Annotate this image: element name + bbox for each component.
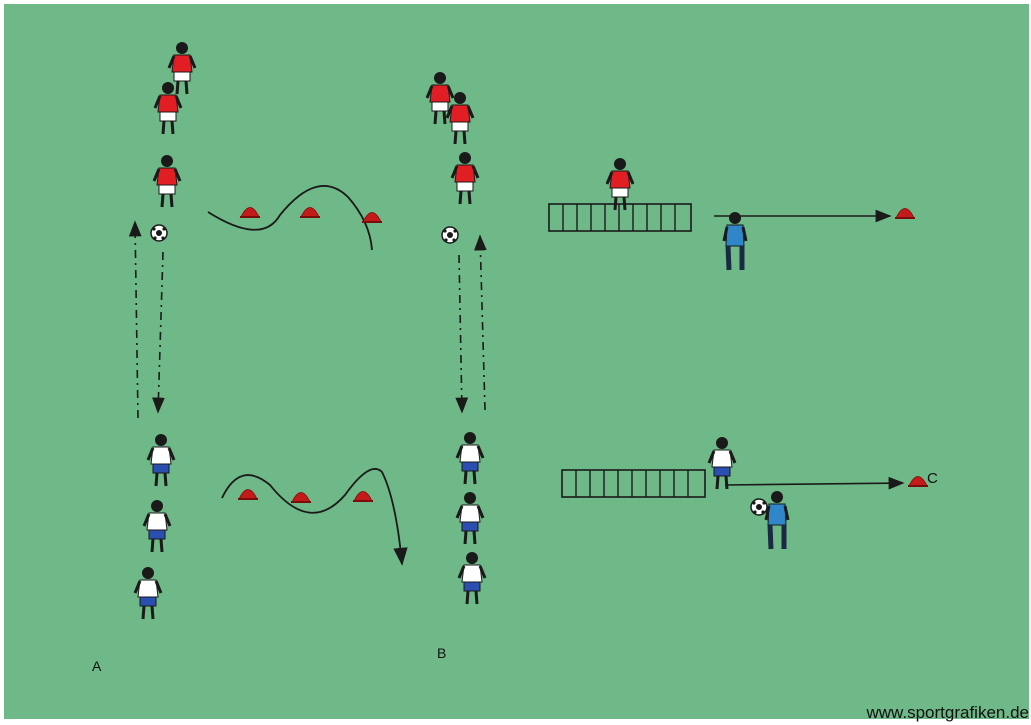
station-label-b: B <box>437 645 446 661</box>
credit-url: www.sportgrafiken.de <box>866 703 1029 723</box>
station-label-c: C <box>927 470 938 487</box>
ball-icon <box>151 225 167 241</box>
station-label-a: A <box>92 658 101 674</box>
ball-icon <box>751 499 767 515</box>
ball-icon <box>442 227 458 243</box>
